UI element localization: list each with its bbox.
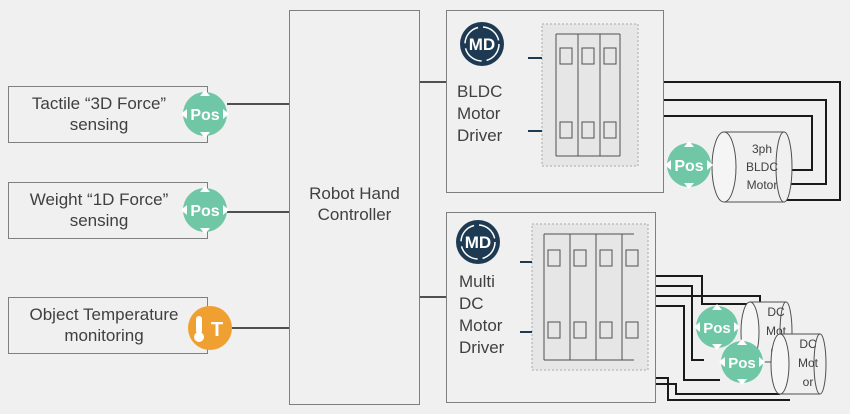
weight-sensing-block: Weight “1D Force” sensing [8, 182, 208, 239]
dc-motor2-wire-c [656, 377, 790, 401]
md-logo-icon [456, 220, 500, 264]
position-sensor-icon [181, 90, 229, 138]
tactile-label-line1: Tactile “3D Force” [31, 94, 167, 113]
bldc-inverter-circuit [555, 33, 621, 157]
bldc-motor-label-line2: BLDC [746, 160, 778, 174]
pos-badge-bldc-text: Pos [674, 158, 703, 175]
md-logo-text-bldc: MD [469, 35, 495, 54]
dc-driver-label-line1: Multi [459, 272, 495, 291]
temperature-monitoring-block: Object Temperature monitoring [8, 297, 208, 354]
bldc-phase-a-wire [600, 81, 841, 201]
dc-motor-1-label-line1: DC [767, 305, 785, 319]
temperature-label-line1: Object Temperature [29, 305, 179, 324]
bldc-driver-label-line3: Driver [457, 126, 503, 146]
dc-motor-2-label-line2: Mot [798, 356, 819, 370]
position-sensor-icon [694, 304, 740, 350]
position-sensor-icon [719, 339, 765, 385]
controller-label-line1: Robot Hand [309, 184, 400, 203]
bldc-motor-label-line3: Motor [747, 178, 778, 192]
dc-driver-label-line3: Motor [459, 316, 503, 336]
temperature-label-line2: monitoring [64, 326, 144, 346]
dc-motor-2-label-line1: DC [799, 337, 817, 351]
bldc-phase-c-wire [620, 115, 813, 171]
md-logo-text-dc: MD [465, 233, 491, 252]
bldc-phase-b-wire [578, 99, 827, 185]
dc-driver-label-line4: Driver [459, 338, 505, 358]
pos-badge-dc2-text: Pos [728, 355, 756, 372]
controller-label-line2: Controller [317, 205, 392, 225]
dc-driver-label-line2: DC [459, 294, 484, 314]
dc-motor-2 [770, 333, 827, 395]
temperature-badge-text: T [211, 319, 223, 341]
robot-hand-controller-block: Robot Hand Controller [289, 10, 420, 405]
bldc-motor-label-line1: 3ph [752, 142, 772, 156]
tactile-label-line2: sensing [69, 115, 129, 135]
bldc-driver-label-line1: BLDC [457, 82, 503, 101]
md-logo-icon [460, 22, 504, 66]
thermometer-icon [188, 306, 232, 350]
dc-motor-2-label-line3: or [803, 375, 814, 389]
weight-label-line1: Weight “1D Force” [29, 190, 169, 209]
dc-hbridge-panel [531, 223, 649, 371]
position-sensor-icon [665, 141, 713, 189]
bldc-driver-label-line2: Motor [457, 104, 501, 124]
pos-badge-dc1-text: Pos [703, 320, 731, 337]
position-sensor-icon [181, 186, 229, 234]
bldc-motor [711, 131, 793, 203]
pos-badge-tactile-text: Pos [190, 107, 219, 124]
pos-badge-weight-text: Pos [190, 203, 219, 220]
dc-hbridge-circuit [543, 233, 639, 361]
weight-label-line2: sensing [69, 211, 129, 231]
